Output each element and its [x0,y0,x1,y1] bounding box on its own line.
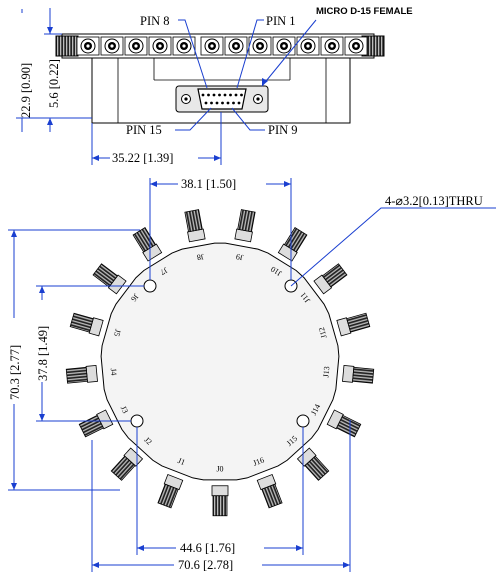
side-sma-connector [76,36,100,56]
pin-9-label: PIN 9 [268,123,298,137]
pin-dot [204,101,208,105]
side-sma-connector [124,36,148,56]
side-sma-connector [172,36,196,56]
pin-dot [212,93,216,97]
side-sma-connector [248,36,272,56]
connector-label-j6: J6 [129,292,140,303]
pin-dot [207,93,210,97]
dim-hole-spacing-bottom: 44.6 [1.76] [180,541,235,555]
connector-label-j3: J3 [119,404,130,414]
pin-dot [210,101,213,105]
pin-dot [232,101,235,105]
ring-sma-connector [92,263,127,295]
pin-1-label: PIN 1 [266,14,296,28]
pin-8-label: PIN 8 [140,14,170,28]
pin-dot [226,101,230,105]
ring-sma-connector [313,263,348,295]
pin-dot [221,101,224,105]
connector-label-j8: J8 [196,252,205,262]
side-sma-connector [200,36,224,56]
side-sma-connector [272,36,296,56]
ring-sma-connector [342,365,375,384]
hole-top-left [143,279,157,293]
dim-height: 70.3 [2.77] [8,345,22,400]
connector-label-j0: J0 [216,464,223,473]
dim-connector-offset: 35.22 [1.39] [112,151,173,165]
side-sma-connector [344,36,368,56]
dim-flange-height: 5.6 [0.22] [47,59,61,108]
side-sma-connector [296,36,320,56]
pin-dot [215,101,219,105]
connector-label-j2: J2 [142,435,153,446]
sma-connector-ring [65,209,375,517]
ring-sma-connector [78,409,114,438]
pin-15-label: PIN 15 [126,123,162,137]
hole-bottom-left [130,414,144,428]
ring-sma-connector [336,312,371,337]
connector-label-j9: J9 [235,252,244,262]
ring-body [100,242,340,481]
dim-hole-spacing-top: 38.1 [1.50] [181,177,236,191]
ring-sma-connector [234,209,256,243]
hole-note: 4-⌀3.2[0.13]THRU [385,194,483,208]
ring-sma-connector [326,409,362,438]
connector-label-j12: J12 [317,326,329,339]
connector-label-j14: J14 [309,403,322,417]
ring-sma-connector [69,312,104,337]
side-sma-connector [320,36,344,56]
ring-sma-connector [211,485,229,517]
connector-label-j1: J1 [176,456,186,467]
dim-total-height: 22.9 [0.90] [19,63,33,118]
hole-bottom-right [296,414,310,428]
ring-sma-connector [132,227,163,262]
ring-sma-connector [110,447,144,481]
side-sma-connector [100,36,124,56]
pin-dot [237,101,241,105]
pin-dot [223,93,227,97]
ring-sma-connector [256,473,283,509]
side-sma-connector [224,36,248,56]
end-knurl-left [55,35,79,57]
micro-d-connector [175,85,269,113]
pin-dot [234,93,238,97]
connector-label-j7: J7 [158,265,169,276]
dim-width: 70.6 [2.78] [178,558,233,572]
dim-hole-spacing-left: 37.8 [1.49] [36,326,50,381]
side-sma-connector [148,36,172,56]
connector-label-j5: J5 [112,328,123,337]
pin-dot [218,93,221,97]
pin-dot [240,93,243,97]
side-view: PIN 8 PIN 1 PIN 15 PIN 9 MICRO D-15 FEMA… [16,6,413,165]
pin-dot [201,93,205,97]
connector-type-label: MICRO D-15 FEMALE [316,6,413,17]
connector-label-j16: J16 [252,455,266,467]
pin-dot [229,93,232,97]
sma-connector-row [76,36,368,56]
ring-sma-connector [277,227,308,262]
connector-label-j4: J4 [109,368,119,376]
ring-sma-connector [65,365,98,384]
ring-sma-connector [157,473,184,509]
ring-sma-connector [184,209,206,243]
connector-label-j13: J13 [321,366,331,378]
ring-sma-connector [296,447,330,481]
